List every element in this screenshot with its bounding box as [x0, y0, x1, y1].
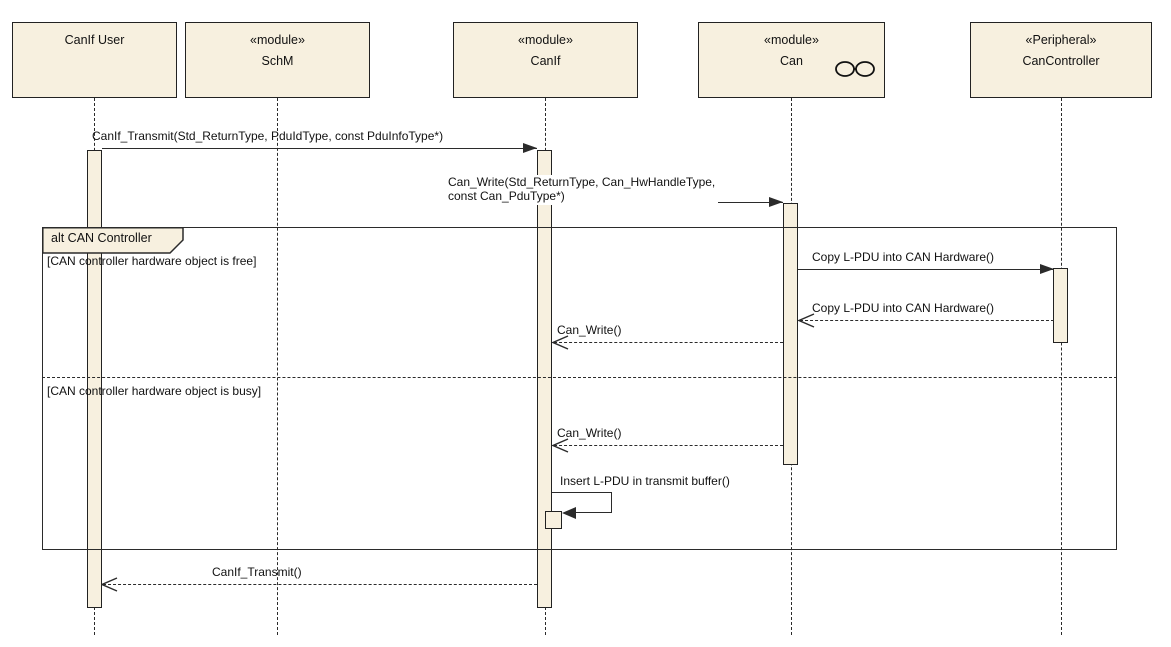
arrowhead-can-write-return-free	[551, 335, 569, 355]
arrowhead-insert-lpdu-self	[562, 507, 576, 519]
self-message-top-line	[552, 492, 612, 493]
lifeline-stereotype: «module»	[518, 33, 573, 47]
message-line-can-write-return-busy	[554, 445, 783, 446]
lifeline-stereotype: «Peripheral»	[1025, 33, 1097, 47]
alt-divider	[42, 377, 1117, 378]
lifeline-name: SchM	[261, 54, 294, 68]
arrowhead-copy-lpdu-call	[1040, 264, 1054, 274]
message-line-canif-transmit-return	[103, 584, 537, 585]
self-message-right-line	[611, 492, 612, 513]
lifeline-name: CanIf User	[64, 33, 125, 47]
guard-free: [CAN controller hardware object is free]	[47, 254, 257, 268]
message-label-canif-transmit-return: CanIf_Transmit()	[212, 565, 302, 579]
message-line-copy-lpdu-return	[800, 320, 1054, 321]
alt-tab-shape	[42, 227, 184, 254]
activation-can	[783, 203, 798, 465]
message-label-copy-lpdu-call: Copy L-PDU into CAN Hardware()	[812, 250, 995, 264]
lifeline-stereotype: «module»	[764, 33, 819, 47]
message-label-can-write-call: Can_Write(Std_ReturnType, Can_HwHandleTy…	[448, 175, 719, 205]
alt-fragment-frame	[42, 227, 1117, 550]
lifeline-name: CanIf	[530, 54, 561, 68]
arrowhead-canif-transmit-call	[523, 143, 537, 153]
lifeline-header-can: «module» Can	[698, 22, 885, 98]
lifeline-header-schm: «module» SchM	[185, 22, 370, 98]
lifeline-header-canif: «module» CanIf	[453, 22, 638, 98]
activation-cancontroller	[1053, 268, 1068, 343]
guard-busy: [CAN controller hardware object is busy]	[47, 384, 262, 398]
message-label-can-write-return-busy: Can_Write()	[557, 426, 622, 440]
lifeline-stereotype: «module»	[250, 33, 305, 47]
activation-canif-user	[87, 150, 102, 608]
lifeline-schm	[277, 98, 278, 635]
lifeline-header-canif-user: CanIf User	[12, 22, 177, 98]
activation-canif	[537, 150, 552, 608]
lifeline-name: Can	[780, 54, 803, 68]
alt-operator-label: alt CAN Controller	[51, 231, 152, 245]
glasses-icon	[834, 60, 876, 85]
lifeline-cancontroller	[1061, 98, 1062, 635]
message-label-insert-lpdu-self: Insert L-PDU in transmit buffer()	[560, 474, 730, 488]
lifeline-header-cancontroller: «Peripheral» CanController	[970, 22, 1152, 98]
alt-fragment-tab: alt CAN Controller	[42, 227, 184, 254]
arrowhead-can-write-return-busy	[551, 438, 569, 458]
message-line-copy-lpdu-call	[798, 269, 1054, 270]
arrowhead-canif-transmit-return	[100, 577, 118, 597]
arrowhead-copy-lpdu-return	[797, 313, 815, 333]
nested-activation-canif	[545, 511, 562, 529]
lifeline-name: CanController	[1022, 54, 1100, 68]
message-label-can-write-return-free: Can_Write()	[557, 323, 622, 337]
message-label-copy-lpdu-return: Copy L-PDU into CAN Hardware()	[812, 301, 995, 315]
message-label-canif-transmit-call: CanIf_Transmit(Std_ReturnType, PduIdType…	[92, 129, 444, 143]
arrowhead-can-write-call	[769, 197, 783, 207]
message-line-can-write-return-free	[554, 342, 783, 343]
self-message-bottom-line	[576, 512, 612, 513]
message-line-canif-transmit-call	[102, 148, 537, 149]
